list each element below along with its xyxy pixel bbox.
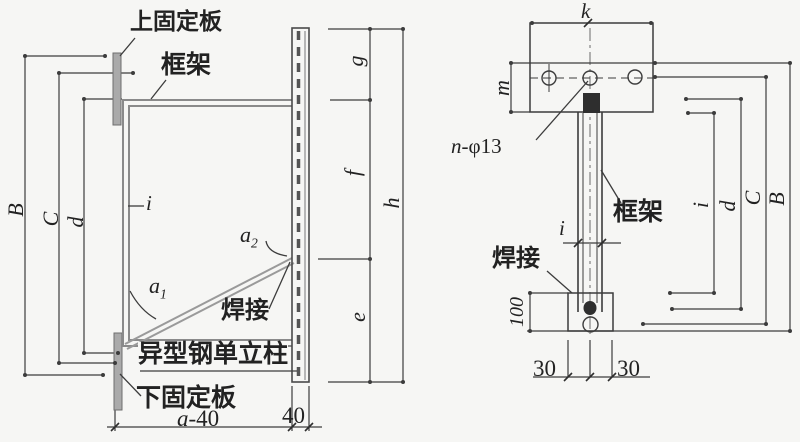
leader-lower-plate	[119, 373, 142, 397]
left-structure	[112, 27, 310, 411]
left-view	[24, 28, 404, 431]
dim-label-h: h	[379, 197, 404, 209]
dim-label-C-right: C	[740, 190, 765, 206]
bolt-hole-left	[541, 70, 557, 86]
bolt-hole-center	[582, 70, 598, 86]
column-front	[577, 112, 603, 312]
base-hole	[582, 316, 599, 333]
bolt-hole-right	[627, 69, 643, 85]
leader-weld-right	[546, 270, 573, 294]
column-hidden-core	[583, 93, 600, 113]
dim-label-a2: a2	[240, 222, 258, 251]
dim-label-30-left: 30	[533, 356, 556, 381]
dimension-ticks	[110, 18, 617, 432]
upper-fixing-plate	[112, 52, 122, 126]
dim-label-d-right: d	[715, 200, 740, 212]
lower-plate-label: 下固定板	[136, 385, 237, 412]
dimension-dots	[23, 21, 792, 384]
right-view	[510, 22, 791, 378]
arc-a2	[265, 240, 288, 257]
dim-bracket-i	[670, 112, 715, 294]
dim-label-e: e	[345, 312, 370, 322]
frame-outline-inner	[128, 105, 292, 341]
frame-label-right: 框架	[613, 199, 664, 226]
dim-label-f: f	[340, 169, 365, 177]
column-side	[291, 27, 310, 383]
dim-label-100: 100	[506, 297, 528, 327]
column-label: 异型钢单立柱	[138, 341, 289, 368]
dim-line-d	[83, 98, 122, 354]
lower-fixing-plate	[113, 332, 123, 411]
leader-frame	[150, 79, 167, 100]
dim-label-B-right: B	[764, 192, 789, 206]
diagonal-brace	[124, 257, 295, 350]
dim-bottom	[107, 386, 322, 431]
dim-label-a1: a1	[149, 273, 167, 302]
dim-label-C: C	[38, 211, 63, 227]
dim-line-100	[527, 292, 790, 332]
weld-label-right: 焊接	[492, 246, 540, 272]
arc-a1	[129, 290, 157, 320]
leader-upper-plate	[119, 37, 136, 57]
dim-label-d: d	[63, 216, 88, 228]
weld-tip	[583, 301, 597, 315]
dim-label-k: k	[581, 0, 591, 23]
frame-label-left: 框架	[161, 52, 212, 79]
dim-bracket-C	[643, 76, 767, 325]
dim-label-i-width: i	[559, 216, 565, 240]
dim-arms-right	[318, 28, 404, 383]
dim-label-a40: a-40	[177, 406, 220, 431]
weld-label-left: 焊接	[221, 298, 269, 324]
upper-plate-label: 上固定板	[130, 9, 222, 34]
dim-label-40: 40	[282, 403, 305, 428]
hole-count-label: n-φ13	[451, 134, 502, 158]
leader-weld	[268, 261, 291, 310]
leader-frame-right	[600, 169, 622, 204]
dim-bracket-d	[672, 98, 742, 310]
dim-line-30	[533, 340, 650, 378]
dim-label-g: g	[343, 55, 368, 67]
dim-label-30-right: 30	[617, 356, 640, 381]
dim-label-m: m	[489, 80, 514, 96]
dim-label-i-right: i	[688, 201, 713, 209]
dim-line-B	[24, 55, 105, 376]
leader-holes	[535, 80, 589, 141]
dim-label-i-left: i	[146, 191, 152, 215]
dim-label-B: B	[3, 203, 28, 217]
left-leaders	[119, 37, 297, 397]
